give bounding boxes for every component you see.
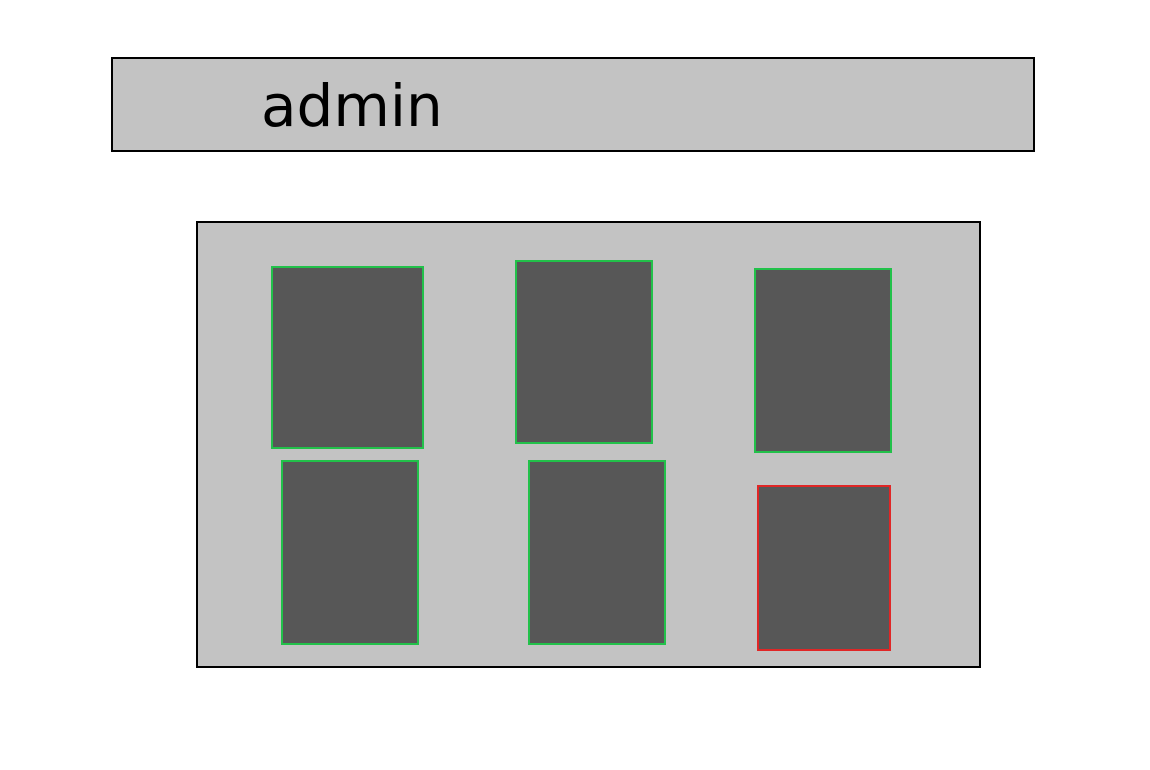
tile-6[interactable] [757,485,891,651]
tile-5[interactable] [528,460,666,645]
tile-2[interactable] [515,260,653,444]
header-title: admin [261,72,443,140]
tile-3[interactable] [754,268,892,453]
header-bar: admin [111,57,1035,152]
tile-1[interactable] [271,266,424,449]
tile-4[interactable] [281,460,419,645]
tile-grid-panel [196,221,981,668]
